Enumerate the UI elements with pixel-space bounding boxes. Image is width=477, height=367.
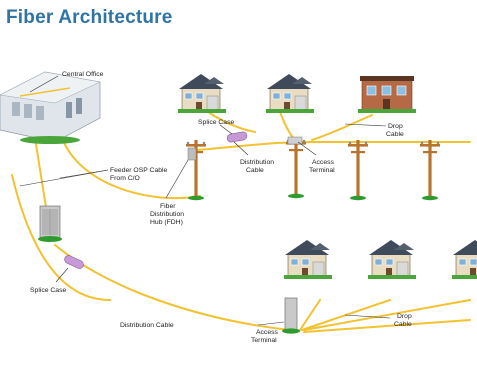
house-icon — [451, 239, 477, 280]
house-icon — [283, 239, 333, 280]
fdh-label-1: Fiber — [160, 203, 176, 210]
feeder-cable-label-1: Feeder OSP Cable — [110, 167, 168, 174]
access-terminal-top-label-2: Terminal — [309, 167, 335, 174]
utility-pole-icon — [420, 140, 440, 201]
pedestal-terminal-icon — [282, 297, 300, 334]
drop-cable-top-label-2: Cable — [386, 131, 404, 138]
fdh-label-2: Distribution — [150, 211, 184, 218]
utility-pole-icon — [286, 138, 306, 199]
drop-cable-bottom-4 — [303, 319, 471, 333]
house-icon — [367, 239, 417, 280]
distribution-cable-bottom-label: Distribution Cable — [120, 322, 174, 329]
drop-cable-top-3 — [311, 114, 373, 141]
feeder-cable-label-2: From C/O — [110, 175, 140, 182]
drop-cable-top-1 — [207, 111, 256, 133]
branch-cable-left — [11, 174, 111, 301]
distribution-cable-top-label-2: Cable — [246, 167, 264, 174]
fiber-cables — [11, 111, 471, 333]
house-icon — [177, 73, 227, 114]
distribution-cable-top-label-1: Distribution — [240, 159, 274, 166]
splice-case-bottom-label: Splice Case — [30, 287, 66, 294]
leader-lines — [19, 75, 391, 326]
diagram-labels: Central Office Splice Case Distribution … — [30, 71, 412, 344]
drop-cable-bottom-label-2: Cable — [394, 321, 412, 328]
feeder-cable-to-pole — [61, 137, 201, 200]
fdh-cabinet-icon — [38, 205, 62, 242]
page-title: Fiber Architecture — [6, 7, 173, 28]
drop-cable-bottom-label-1: Drop — [397, 313, 412, 320]
splice-case-icon — [226, 131, 248, 143]
central-office-building — [0, 71, 101, 144]
drop-cable-bottom-3 — [303, 299, 471, 331]
drop-cable-top-label-1: Drop — [388, 123, 403, 130]
access-terminal-bottom-label-2: Terminal — [251, 337, 277, 344]
access-terminal-top-label-1: Access — [312, 159, 335, 166]
access-terminal-bottom-label-1: Access — [256, 329, 279, 336]
central-office-label: Central Office — [62, 71, 104, 78]
brick-house-icon — [357, 75, 417, 114]
pole-terminal-box — [187, 147, 197, 161]
distribution-cable-bottom — [54, 244, 291, 331]
drop-cable-top-2 — [279, 111, 296, 141]
splice-case-icon — [64, 255, 84, 269]
access-terminal-icon — [287, 136, 303, 145]
fdh-label-3: Hub (FDH) — [150, 219, 183, 226]
splice-case-top-label: Splice Case — [198, 119, 234, 126]
drop-cable-bottom-1 — [299, 299, 321, 331]
utility-pole-icon — [348, 140, 368, 201]
house-icon — [265, 73, 315, 114]
